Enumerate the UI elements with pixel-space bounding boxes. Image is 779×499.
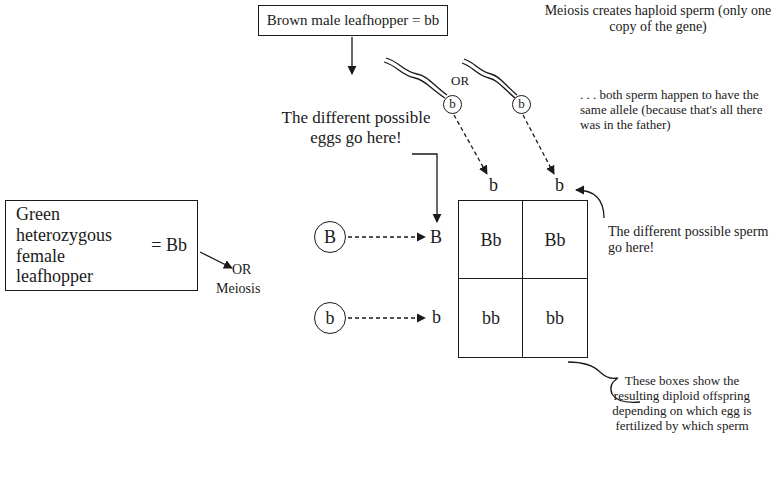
node-text: Bb xyxy=(480,230,501,251)
punnett-cell: Bb xyxy=(458,200,524,280)
sperm-circle: b xyxy=(512,95,531,114)
parent-box: Brown male leafhopper = bb xyxy=(258,5,448,36)
node-text: bb xyxy=(482,308,500,329)
note: Meiosis creates haploid sperm (only one … xyxy=(540,3,776,35)
sperm-tail xyxy=(464,59,517,95)
node-text: Green heterozygous female leafhopper xyxy=(16,204,141,287)
punnett-cell: bb xyxy=(458,278,524,358)
note: The different possible sperm go here! xyxy=(608,224,773,256)
dashed-arrow xyxy=(523,115,554,174)
note: . . . both sperm happen to have the same… xyxy=(580,88,770,133)
dashed-arrow xyxy=(348,317,425,318)
node-text: b xyxy=(518,97,525,112)
punnett-cell: Bb xyxy=(522,200,588,280)
node-text: = Bb xyxy=(151,235,187,256)
arrow xyxy=(412,154,437,222)
allele-label: B xyxy=(430,227,442,248)
dashed-arrow xyxy=(348,236,425,237)
sperm-tail xyxy=(384,62,445,98)
allele-label: b xyxy=(489,175,498,196)
node-text: Brown male leafhopper = bb xyxy=(267,12,440,29)
sperm-tail xyxy=(386,58,447,95)
note: The different possible eggs go here! xyxy=(276,108,436,147)
sperm-tail xyxy=(462,63,515,98)
node-text: B xyxy=(324,227,336,248)
note: These boxes show the resulting diploid o… xyxy=(612,374,752,434)
parent-box: Green heterozygous female leafhopper = Bb xyxy=(5,200,198,291)
node-text: Bb xyxy=(544,230,565,251)
allele-label: b xyxy=(555,175,564,196)
egg-circle: B xyxy=(314,221,346,253)
sperm-circle: b xyxy=(443,95,462,114)
arrow xyxy=(200,252,232,268)
or-word: OR xyxy=(451,74,469,89)
dashed-arrow xyxy=(454,115,487,174)
process-label: Meiosis xyxy=(216,281,260,297)
arrow xyxy=(351,37,352,74)
node-text: bb xyxy=(546,308,564,329)
or-word: OR xyxy=(232,262,251,278)
punnett-cell: bb xyxy=(522,278,588,358)
node-text: b xyxy=(449,97,456,112)
node-text: b xyxy=(326,308,335,329)
allele-label: b xyxy=(432,307,441,328)
egg-circle: b xyxy=(314,302,346,334)
